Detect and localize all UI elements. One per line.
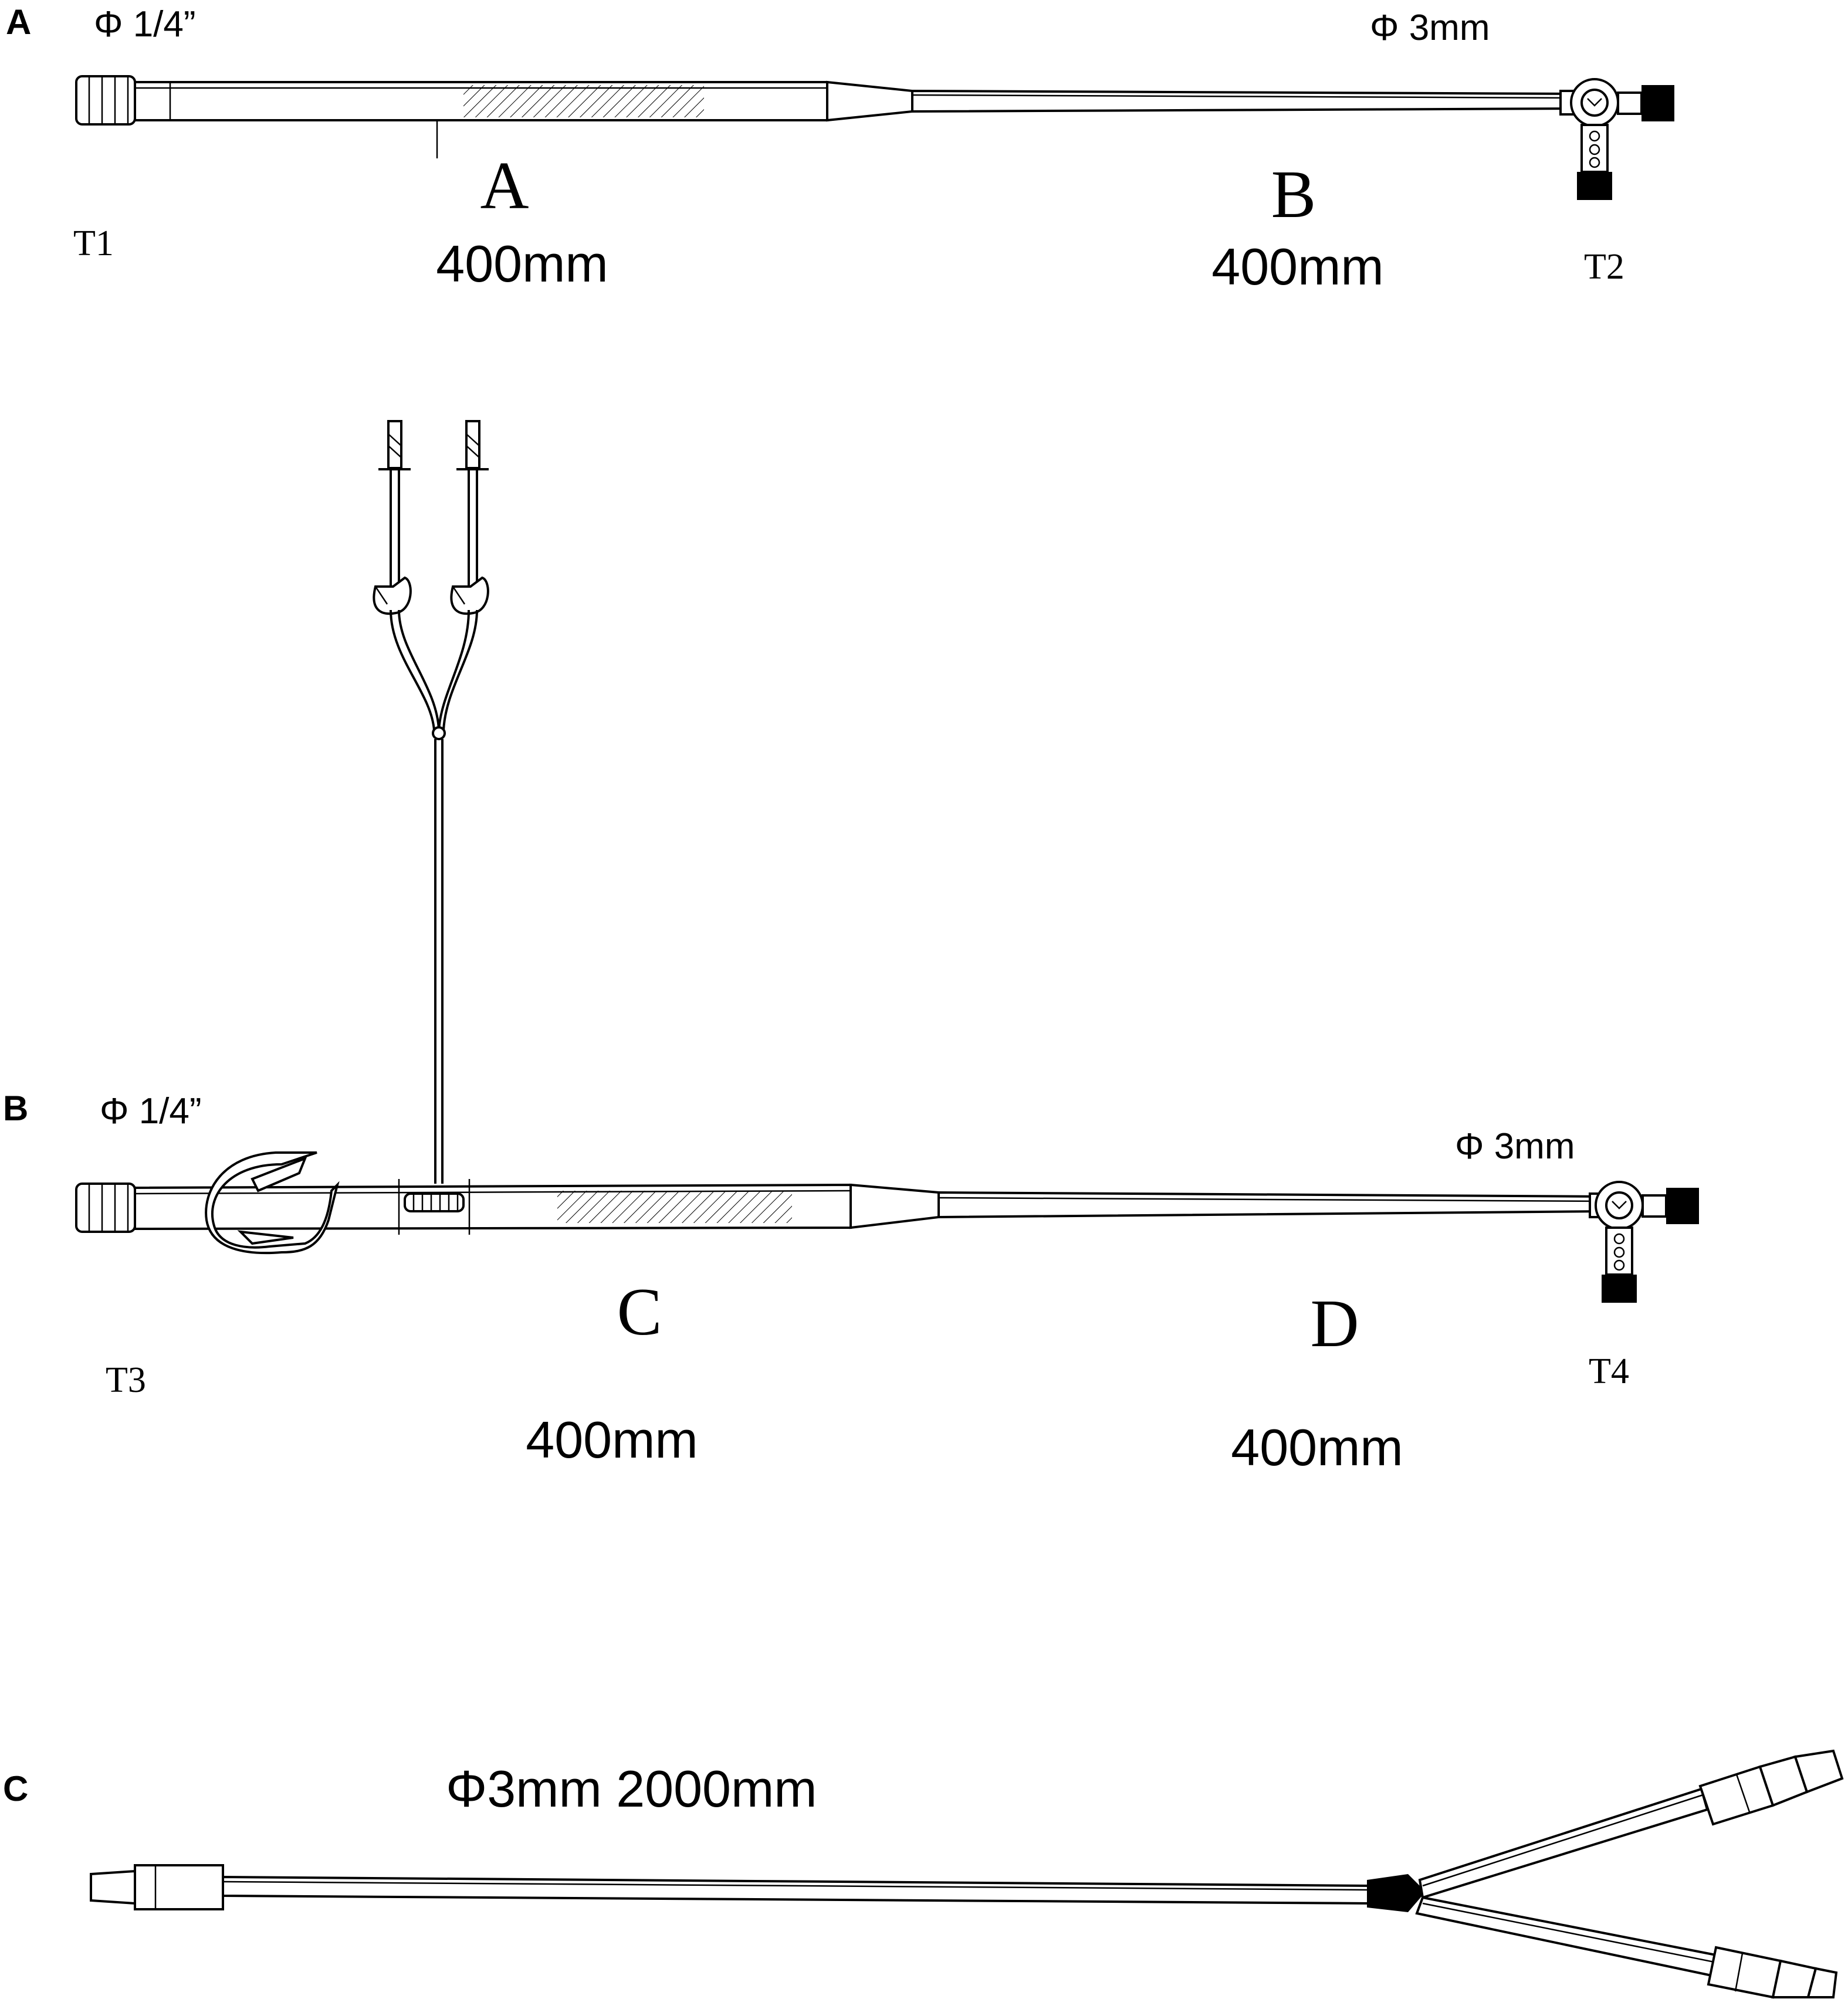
panel-c-letter: C [3, 1769, 28, 1808]
panel-b-diameter-left: Φ 1/4” [100, 1091, 202, 1131]
tube-segment-b [911, 89, 1579, 113]
segment-b-letter: B [1271, 157, 1316, 232]
panel-b-letter: B [3, 1089, 28, 1128]
end-label-t1: T1 [73, 223, 114, 263]
panel-a-diameter-right: Φ 3mm [1370, 8, 1490, 48]
panel-c: C Φ3mm 2000mm [3, 1749, 1844, 1999]
connector-t3-icon [75, 1183, 136, 1233]
segment-a-letter: A [480, 148, 529, 223]
taper-joint [849, 1183, 940, 1229]
y-extension-line [90, 1749, 1844, 1999]
segment-d-letter: D [1310, 1286, 1359, 1361]
tube-segment-d [937, 1191, 1609, 1219]
panel-b: B Φ 1/4” Φ 3mm [3, 420, 1699, 1476]
tube-clamp-icon [205, 1151, 340, 1255]
tube-segment-c [134, 1179, 852, 1235]
end-label-t2: T2 [1584, 247, 1624, 287]
stopcock-t2-icon [1559, 78, 1674, 200]
panel-a-letter: A [6, 2, 31, 42]
end-label-t3: T3 [106, 1360, 146, 1400]
segment-a-length: 400mm [436, 235, 608, 293]
end-label-t4: T4 [1589, 1351, 1629, 1391]
segment-d-length: 400mm [1231, 1418, 1403, 1476]
panel-a: A Φ 1/4” Φ 3mm [6, 2, 1674, 296]
panel-a-diameter-left: Φ 1/4” [94, 4, 196, 45]
panel-c-caption: Φ3mm 2000mm [446, 1760, 817, 1818]
segment-b-length: 400mm [1211, 238, 1383, 296]
segment-c-letter: C [617, 1275, 662, 1349]
segment-c-length: 400mm [526, 1411, 698, 1469]
sampling-line-branch [373, 420, 489, 1184]
taper-joint [826, 80, 913, 122]
stopcock-t4-icon [1589, 1181, 1699, 1303]
tube-segment-a [134, 81, 828, 158]
connector-t1-icon [75, 75, 136, 126]
panel-b-diameter-right: Φ 3mm [1455, 1126, 1575, 1167]
